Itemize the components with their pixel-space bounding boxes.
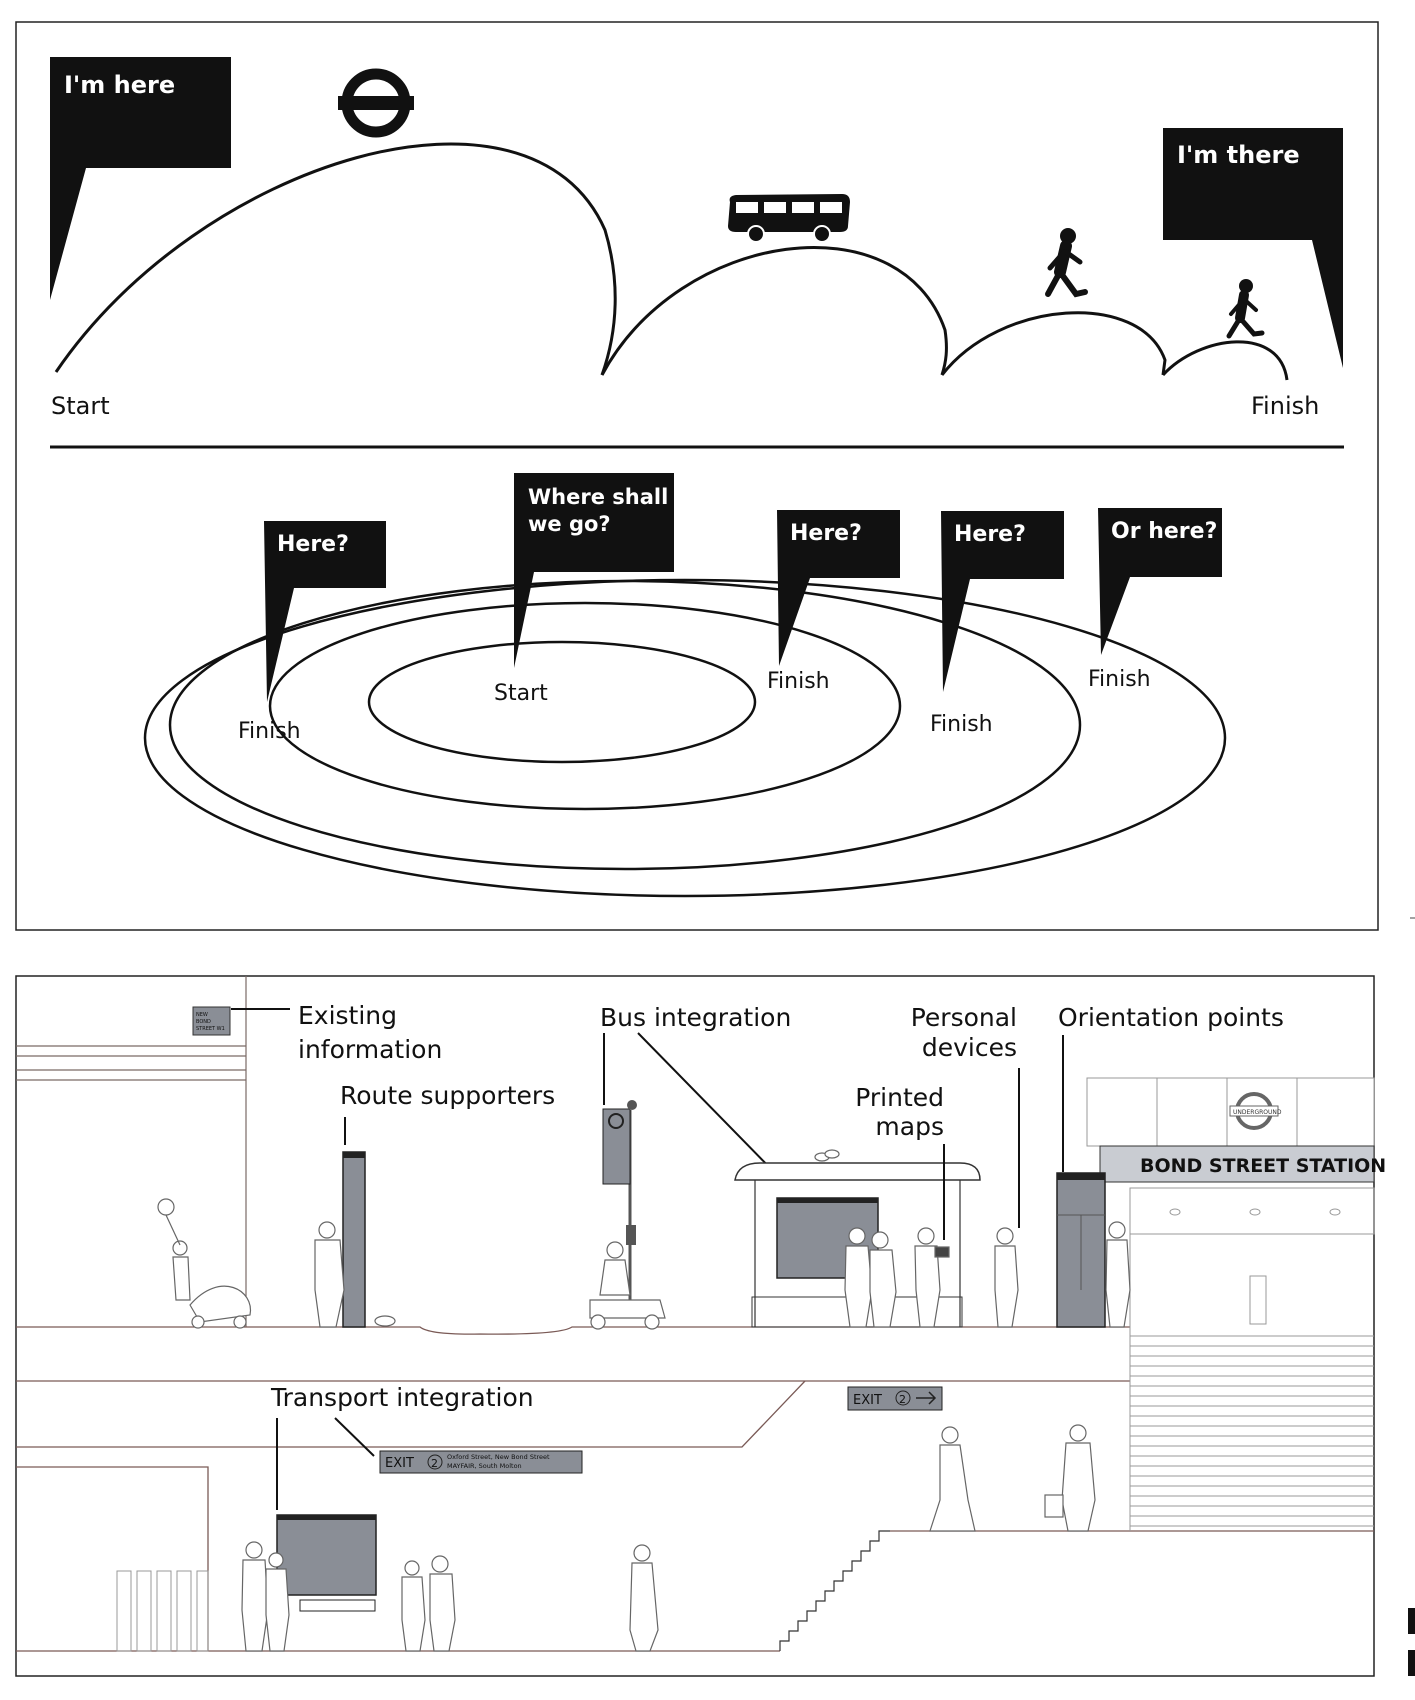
person-wheelchair: [589, 1241, 666, 1330]
label-finish-2: Finish: [767, 669, 830, 694]
svg-text:2: 2: [899, 1393, 906, 1406]
person-walking-stairs: [929, 1426, 976, 1532]
annot-bus-integration: Bus integration: [600, 1003, 791, 1032]
bus-stop-pole: [602, 1100, 637, 1305]
station-building: BOND STREET STATION: [1086, 1077, 1386, 1327]
ring-2: [268, 601, 902, 811]
annot-route-supporters: Route supporters: [340, 1081, 555, 1110]
person-standing: [314, 1221, 345, 1328]
bubble-here-2-text: Here?: [790, 521, 862, 546]
ring-4: [143, 578, 1227, 898]
bubble-here-2: Here?: [777, 510, 900, 666]
label-finish-linear: Finish: [1251, 392, 1319, 420]
orientation-totem: [1056, 1172, 1106, 1328]
svg-text:EXIT: EXIT: [385, 1456, 414, 1471]
hump-bus: [600, 245, 948, 376]
label-finish-3: Finish: [930, 712, 993, 737]
person-with-map: [914, 1227, 950, 1328]
radial-journey: [143, 578, 1227, 898]
bus-icon: [728, 194, 850, 243]
walking-person-icon: [1045, 228, 1088, 298]
station-roundel-icon: UNDERGROUND: [1229, 1092, 1282, 1130]
station-steps: [1129, 1327, 1374, 1531]
bubble-where-text-2: we go?: [528, 512, 611, 536]
annot-orientation-points: Orientation points: [1058, 1003, 1284, 1032]
svg-text:NEW: NEW: [196, 1012, 208, 1018]
svg-text:EXIT: EXIT: [853, 1393, 882, 1408]
annot-personal-2: devices: [922, 1033, 1017, 1062]
edge-mark: [1408, 1650, 1415, 1676]
linear-journey: [54, 142, 1289, 381]
bubble-here-3: Here?: [941, 511, 1064, 692]
bubble-im-here: I'm here: [50, 57, 231, 300]
svg-text:STREET W1: STREET W1: [196, 1026, 225, 1032]
person-underground: [629, 1544, 659, 1652]
svg-text:MAYFAIR, South Molton: MAYFAIR, South Molton: [447, 1462, 522, 1470]
leader-transport-1: [334, 1417, 375, 1457]
label-finish-1: Finish: [238, 719, 301, 744]
leader-bus-2: [637, 1032, 781, 1179]
person-with-bags: [1044, 1424, 1096, 1532]
stairs: [779, 1530, 890, 1651]
top-panel-frame: [15, 21, 1379, 931]
bubble-here-3-text: Here?: [954, 522, 1026, 547]
bubble-im-there: I'm there: [1163, 128, 1343, 368]
svg-text:BOND: BOND: [196, 1019, 211, 1025]
bubble-where-shall-we-go: Where shall we go?: [514, 473, 674, 668]
couple-underground: [401, 1555, 456, 1652]
annot-printed-2: maps: [875, 1112, 944, 1141]
bubble-im-here-text: I'm here: [64, 71, 175, 99]
group-at-shelter: [844, 1227, 897, 1328]
annot-transport-integration: Transport integration: [270, 1383, 534, 1412]
building-left: [16, 976, 247, 1327]
svg-text:Oxford Street, New Bond Street: Oxford Street, New Bond Street: [447, 1453, 550, 1461]
label-finish-4: Finish: [1088, 667, 1151, 692]
bubble-here-1: Here?: [264, 521, 386, 702]
transport-map-panel: [276, 1514, 377, 1612]
hump-walk-2: [1161, 340, 1289, 381]
label-start-radial: Start: [494, 681, 548, 706]
svg-text:UNDERGROUND: UNDERGROUND: [1233, 1109, 1282, 1116]
bubble-where-text-1: Where shall: [528, 485, 668, 509]
annot-personal-1: Personal: [911, 1003, 1017, 1032]
annot-existing-1: Existing: [298, 1001, 397, 1030]
ring-1: [367, 640, 757, 764]
people-silhouettes: [157, 1149, 1131, 1652]
svg-text:2: 2: [431, 1457, 438, 1470]
walking-person-icon: [1226, 279, 1265, 339]
edge-mark: [1408, 1608, 1415, 1634]
hump-underground: [54, 142, 617, 376]
person-with-phone: [994, 1227, 1019, 1328]
annot-existing-2: information: [298, 1035, 442, 1064]
pigeons: [374, 1149, 840, 1327]
person-at-totem: [1105, 1221, 1131, 1328]
bubble-or-here: Or here?: [1098, 508, 1222, 655]
bubble-or-here-text: Or here?: [1111, 519, 1217, 544]
bubble-im-there-text: I'm there: [1177, 141, 1300, 169]
route-supporter-totem: [342, 1151, 366, 1328]
label-start-linear: Start: [51, 392, 110, 420]
exit-sign-main: EXIT 2 Oxford Street, New Bond Street MA…: [379, 1450, 583, 1474]
annot-printed-1: Printed: [855, 1083, 944, 1112]
group-at-map: [241, 1541, 290, 1652]
ticket-gates: [116, 1570, 209, 1652]
hump-walk-1: [940, 311, 1167, 376]
station-name-text: BOND STREET STATION: [1140, 1155, 1386, 1177]
bubble-here-1-text: Here?: [277, 532, 349, 557]
person-stroller: [157, 1198, 252, 1329]
street-name-sign: NEW BOND STREET W1: [192, 1006, 231, 1036]
underground-roundel-icon: [338, 68, 414, 138]
exit-sign-small: EXIT 2: [847, 1386, 943, 1411]
